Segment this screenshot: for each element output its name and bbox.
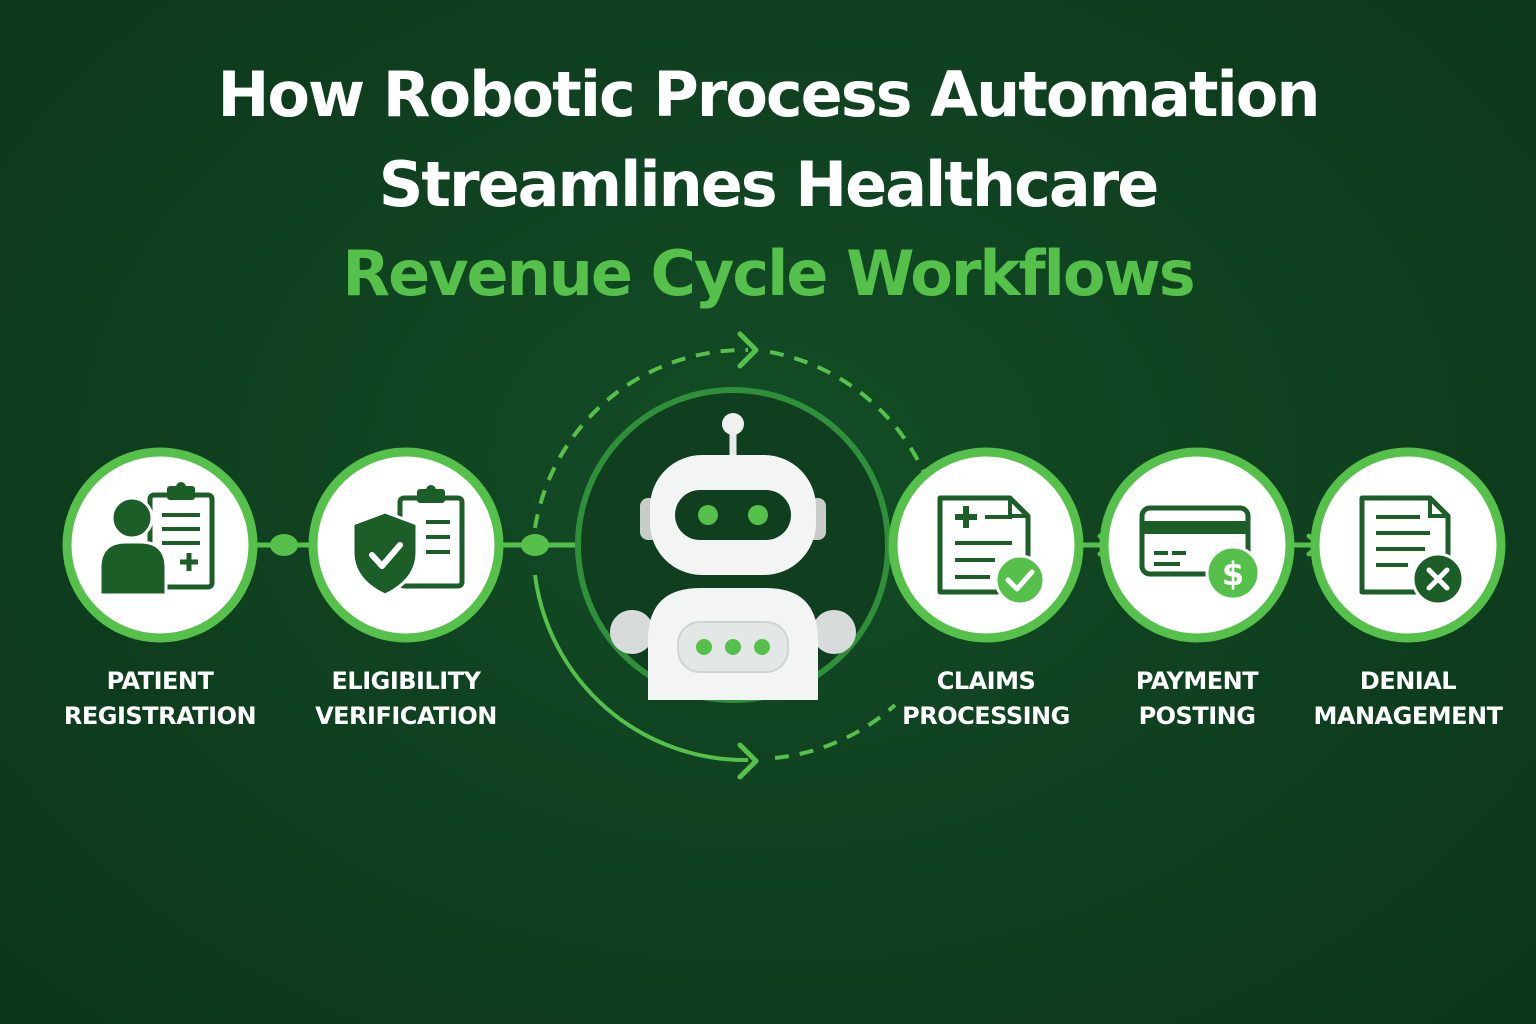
step-label-payment-posting: PAYMENT POSTING bbox=[1077, 664, 1317, 734]
shield-check-clipboard-icon bbox=[351, 485, 465, 597]
title-line-2: Streamlines Healthcare bbox=[378, 148, 1160, 221]
step-label-denial-management: DENIAL MANAGEMENT bbox=[1288, 664, 1528, 734]
step-label-claims-processing: CLAIMS PROCESSING bbox=[866, 664, 1106, 734]
step-label-line2: REGISTRATION bbox=[63, 702, 257, 730]
title-line-3: Revenue Cycle Workflows bbox=[342, 237, 1195, 310]
step-label-line1: DENIAL bbox=[1359, 667, 1457, 695]
title-line-1: How Robotic Process Automation bbox=[217, 58, 1320, 131]
patient-clipboard-icon bbox=[98, 482, 215, 597]
step-label-line1: CLAIMS bbox=[936, 667, 1036, 695]
robot-icon bbox=[610, 413, 856, 700]
step-label-line1: PATIENT bbox=[106, 667, 214, 695]
step-label-patient-registration: PATIENT REGISTRATION bbox=[40, 664, 280, 734]
step-label-line1: PAYMENT bbox=[1135, 667, 1259, 695]
connector-1-2 bbox=[256, 534, 312, 556]
svg-text:$: $ bbox=[1222, 555, 1244, 593]
credit-card-dollar-icon: $ bbox=[1139, 505, 1261, 601]
step-label-line2: POSTING bbox=[1138, 702, 1256, 730]
step-label-eligibility-verification: ELIGIBILITY VERIFICATION bbox=[286, 664, 526, 734]
step-label-line1: ELIGIBILITY bbox=[331, 667, 481, 695]
step-label-line2: MANAGEMENT bbox=[1313, 702, 1503, 730]
step-label-line2: PROCESSING bbox=[902, 702, 1070, 730]
connector-2-robot bbox=[500, 534, 575, 556]
document-x-icon bbox=[1359, 495, 1465, 606]
step-label-line2: VERIFICATION bbox=[315, 702, 497, 730]
claim-document-check-icon bbox=[937, 495, 1046, 606]
cycle-arrows bbox=[533, 331, 927, 780]
